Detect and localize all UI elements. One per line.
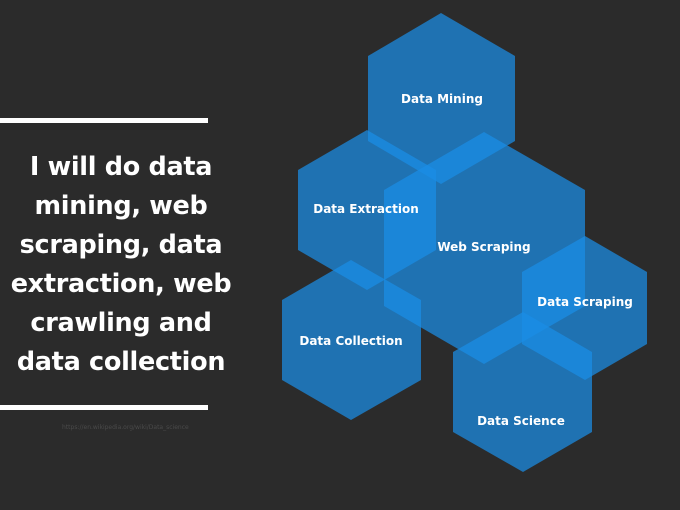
headline-line: mining, web <box>34 191 208 221</box>
hexagon-label-data-collection: Data Collection <box>299 334 402 348</box>
hexagon-label-data-scraping: Data Scraping <box>537 295 633 309</box>
top-divider <box>0 118 208 123</box>
headline-line: data collection <box>16 347 226 377</box>
hexagon-label-data-extraction: Data Extraction <box>313 202 419 216</box>
headline-line: I will do data <box>29 152 213 182</box>
hexagon-data-science <box>453 312 592 472</box>
source-url: https://en.wikipedia.org/wiki/Data_scien… <box>62 424 189 431</box>
hexagon-label-data-mining: Data Mining <box>401 92 483 106</box>
bottom-divider <box>0 405 208 410</box>
headline: I will do data mining, web scraping, dat… <box>0 148 242 382</box>
hexagon-label-data-science: Data Science <box>477 414 565 428</box>
hexagon-label-web-scraping: Web Scraping <box>437 240 530 254</box>
headline-line: extraction, web <box>10 269 232 299</box>
headline-line: crawling and <box>30 308 212 338</box>
headline-line: scraping, data <box>19 230 223 260</box>
hexagon-data-collection <box>282 260 421 420</box>
